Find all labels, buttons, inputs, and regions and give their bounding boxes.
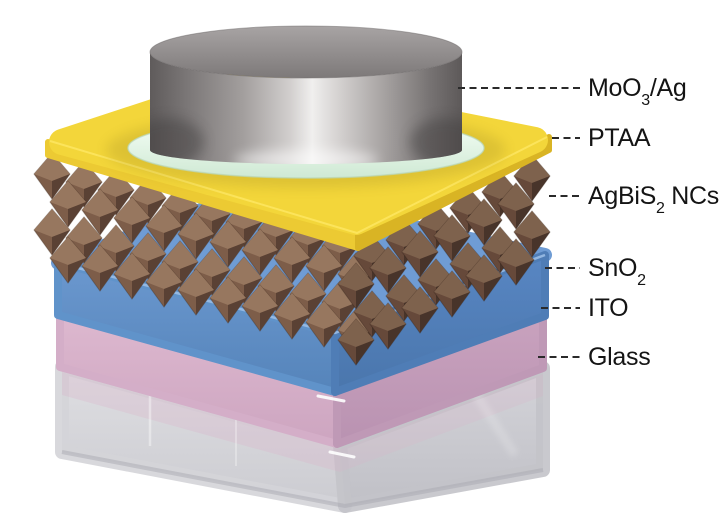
label-agbis2-ncs: AgBiS2 NCs [588, 182, 719, 217]
leader-lines [458, 87, 580, 358]
top-electrode-disc [149, 25, 463, 164]
label-sno2: SnO2 [588, 254, 646, 289]
label-ptaa: PTAA [588, 124, 651, 152]
label-ito: ITO [588, 294, 629, 322]
label-moo3-ag: MoO3/Ag [588, 74, 687, 109]
label-glass: Glass [588, 343, 651, 371]
